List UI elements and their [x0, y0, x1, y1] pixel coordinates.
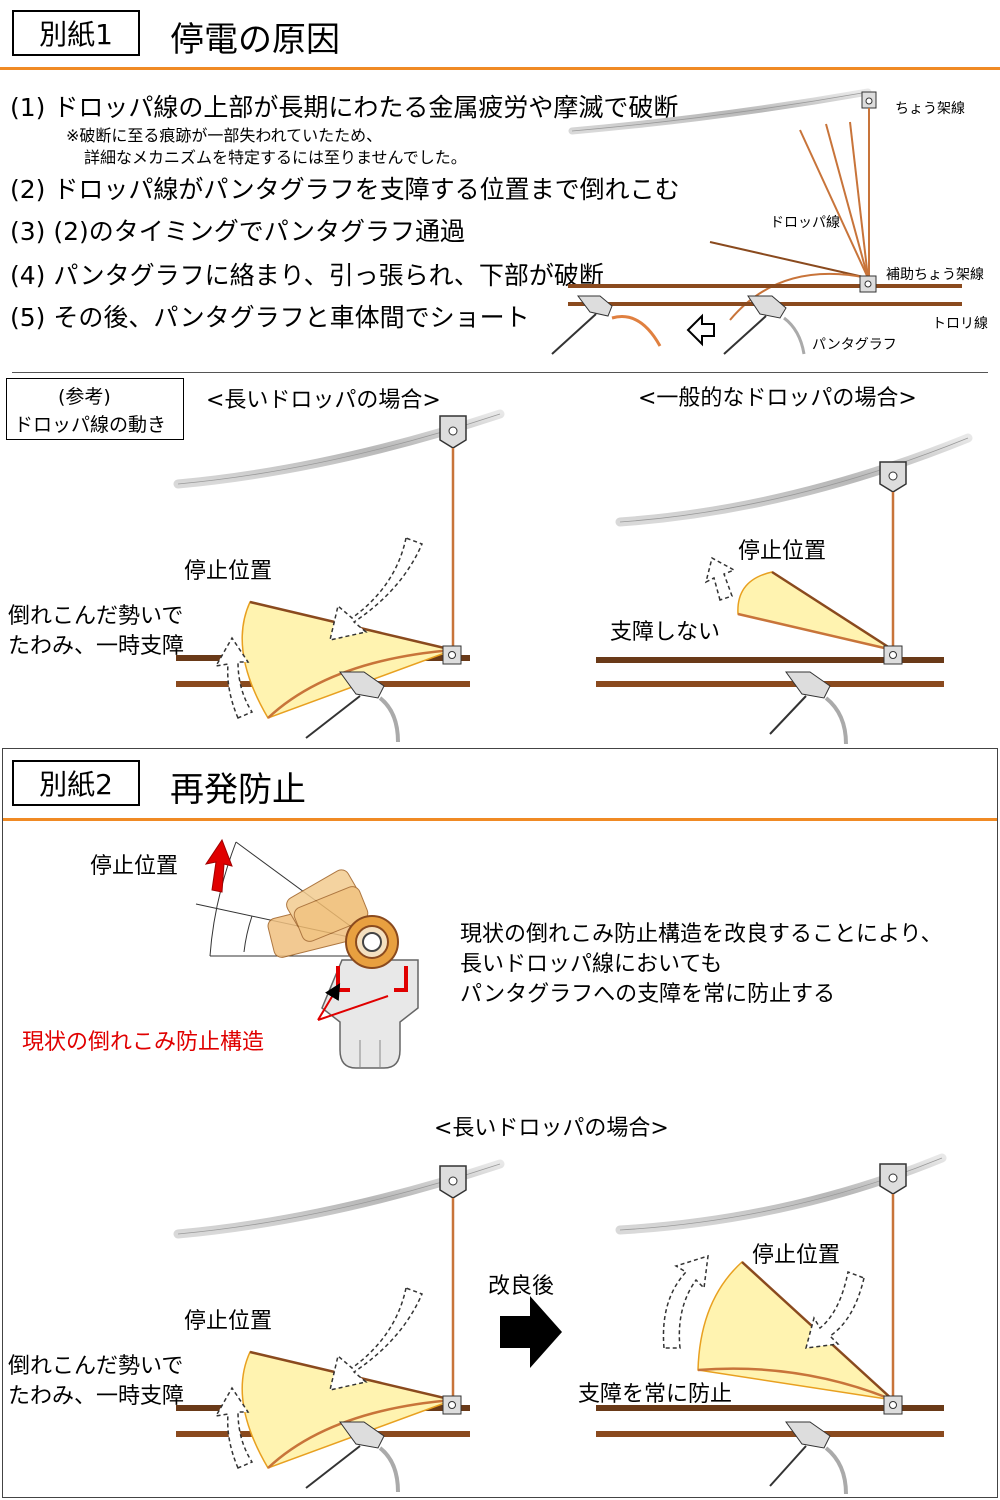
long-stop-position: 停止位置 — [184, 559, 273, 584]
sheet2-stop-position-right: 停止位置 — [752, 1243, 841, 1268]
general-no-obstruction: 支障しない — [610, 620, 721, 645]
long-dropper-diagram — [173, 409, 505, 743]
sheet1-title: 停電の原因 — [170, 20, 340, 60]
always-prevent-label: 支障を常に防止 — [578, 1382, 733, 1407]
label-messenger-wire: ちょう架線 — [895, 101, 965, 117]
label-dropper-wire: ドロッパ線 — [770, 215, 840, 231]
reference-line1: (参考) — [58, 386, 111, 408]
general-dropper-diagram — [596, 433, 973, 745]
sheet2-long-heading: <長いドロッパの場合> — [434, 1116, 669, 1141]
sheet2-stop-position-left: 停止位置 — [184, 1309, 273, 1334]
improvement-desc-line3: パンタグラフへの支障を常に防止する — [460, 982, 836, 1007]
sheet2-improved-diagram — [596, 1153, 947, 1495]
sheet2-momentum-line2: たわみ、一時支障 — [8, 1384, 185, 1409]
cause-item-1: (1) ドロッパ線の上部が長期にわたる金属疲労や摩滅で破断 — [10, 93, 679, 122]
sheet1-divider — [12, 372, 988, 373]
sheet2-long-dropper-diagram — [173, 1159, 505, 1493]
cause-item-2: (2) ドロッパ線がパンタグラフを支障する位置まで倒れこむ — [10, 175, 680, 204]
long-momentum-line2: たわみ、一時支障 — [8, 634, 185, 659]
cause-note-line2: 詳細なメカニズムを特定するには至りませんでした。 — [84, 148, 467, 167]
sheet1-rule — [0, 67, 1000, 70]
sheet2-tag: 別紙2 — [12, 760, 140, 806]
after-improvement-label: 改良後 — [488, 1274, 555, 1299]
sheet2-momentum-line1: 倒れこんだ勢いで — [8, 1354, 184, 1379]
sheet2-rule — [3, 818, 997, 821]
improvement-desc-line1: 現状の倒れこみ防止構造を改良することにより、 — [460, 922, 943, 947]
reference-line2: ドロッパ線の動き — [14, 414, 167, 436]
cause-diagram — [551, 88, 962, 355]
clamp-stop-position: 停止位置 — [90, 854, 179, 879]
current-structure-label: 現状の倒れこみ防止構造 — [22, 1030, 265, 1055]
clamp-diagram — [195, 838, 419, 1069]
reference-box — [6, 378, 184, 440]
label-aux-messenger: 補助ちょう架線 — [886, 267, 984, 283]
cause-item-4: (4) パンタグラフに絡まり、引っ張られ、下部が破断 — [10, 261, 604, 290]
cause-item-5: (5) その後、パンタグラフと車体間でショート — [10, 303, 530, 332]
label-pantograph: パンタグラフ — [812, 337, 897, 353]
label-trolley-wire: トロリ線 — [932, 316, 988, 332]
sheet2-title: 再発防止 — [170, 770, 306, 810]
cause-note-line1: ※破断に至る痕跡が一部失われていたため、 — [66, 126, 383, 145]
sheet1-tag: 別紙1 — [12, 10, 140, 56]
cause-item-3: (3) (2)のタイミングでパンタグラフ通過 — [10, 217, 466, 246]
sheet2-frame — [2, 748, 998, 1498]
general-dropper-heading: <一般的なドロッパの場合> — [638, 386, 917, 411]
improvement-desc-line2: 長いドロッパ線においても — [460, 952, 723, 977]
long-momentum-line1: 倒れこんだ勢いで — [8, 604, 184, 629]
general-stop-position: 停止位置 — [738, 539, 827, 564]
improvement-arrow — [500, 1296, 562, 1368]
long-dropper-heading: <長いドロッパの場合> — [206, 388, 441, 413]
